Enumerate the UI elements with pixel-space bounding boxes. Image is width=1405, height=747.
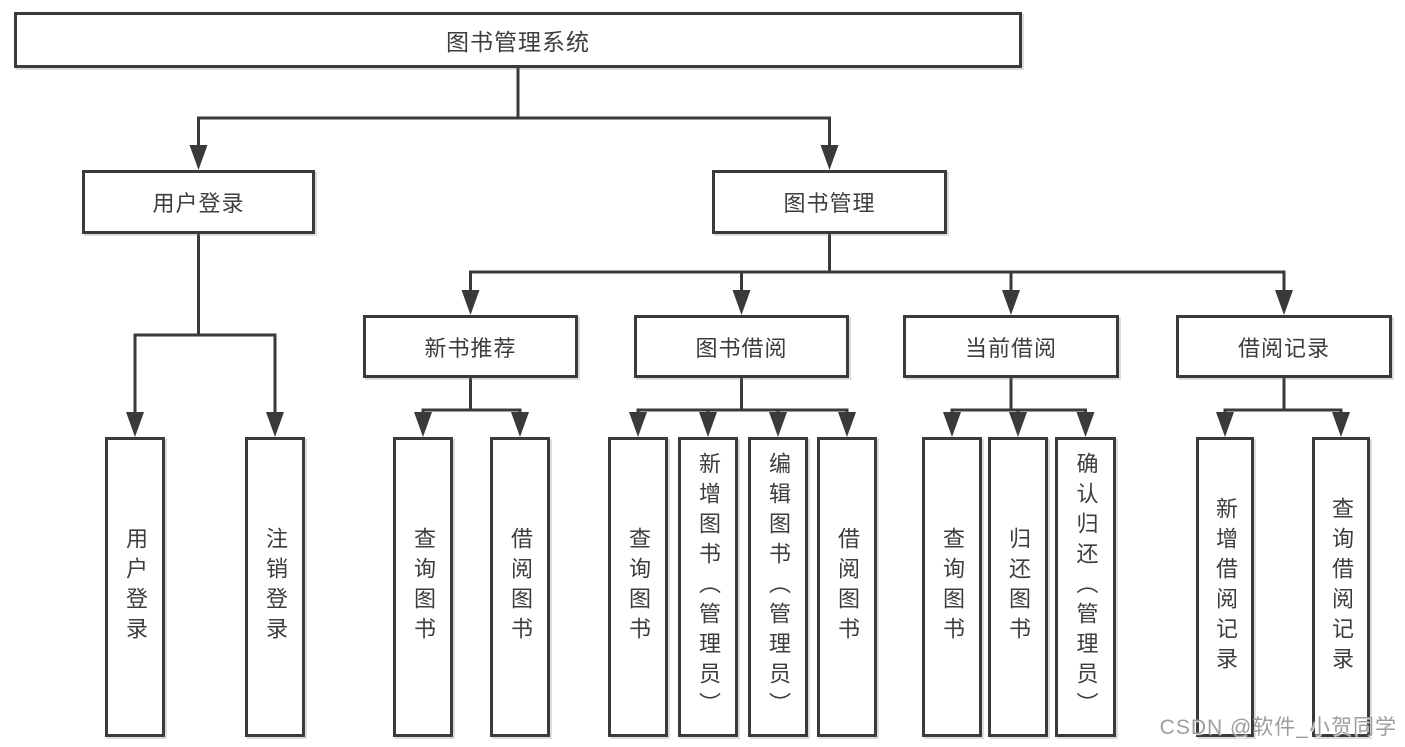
node-user-login: 用户登录 [82, 170, 315, 234]
node-borrow-records: 借阅记录 [1176, 315, 1392, 378]
node-leaf-bb-borrow: 借阅图书 [817, 437, 877, 737]
node-label-leaf-user-login: 用户登录 [123, 527, 148, 647]
node-label-borrow-records: 借阅记录 [1237, 335, 1330, 361]
node-leaf-bb-add: 新增图书（管理员） [678, 437, 738, 737]
node-label-book-mgmt: 图书管理 [783, 191, 876, 216]
node-leaf-br-add: 新增借阅记录 [1196, 437, 1254, 737]
node-root: 图书管理系统 [14, 12, 1022, 68]
node-label-new-books: 新书推荐 [424, 335, 517, 361]
node-label-root: 图书管理系统 [446, 29, 590, 55]
node-leaf-cb-return: 归还图书 [988, 437, 1048, 737]
node-label-leaf-cb-query: 查询图书 [940, 527, 965, 647]
node-label-leaf-bb-edit: 编辑图书（管理员） [766, 452, 791, 722]
node-label-leaf-cb-confirm: 确认归还（管理员） [1073, 452, 1099, 722]
node-new-books: 新书推荐 [363, 315, 578, 378]
node-leaf-cb-query: 查询图书 [922, 437, 982, 737]
node-label-leaf-nb-borrow: 借阅图书 [508, 527, 533, 647]
node-label-leaf-br-add: 新增借阅记录 [1213, 497, 1238, 677]
node-label-book-borrow: 图书借阅 [695, 335, 788, 361]
node-leaf-br-query: 查询借阅记录 [1312, 437, 1370, 737]
node-label-leaf-bb-query: 查询图书 [626, 527, 651, 647]
node-label-user-login: 用户登录 [152, 191, 245, 216]
node-label-leaf-bb-borrow: 借阅图书 [835, 527, 860, 647]
node-book-mgmt: 图书管理 [712, 170, 947, 234]
node-leaf-user-login: 用户登录 [105, 437, 165, 737]
node-label-leaf-nb-query: 查询图书 [411, 527, 436, 647]
node-leaf-bb-query: 查询图书 [608, 437, 668, 737]
node-leaf-logout: 注销登录 [245, 437, 305, 737]
node-label-leaf-br-query: 查询借阅记录 [1329, 497, 1354, 677]
node-label-current-borrow: 当前借阅 [964, 335, 1057, 361]
node-leaf-cb-confirm: 确认归还（管理员） [1055, 437, 1116, 737]
node-leaf-nb-borrow: 借阅图书 [490, 437, 550, 737]
node-leaf-bb-edit: 编辑图书（管理员） [748, 437, 808, 737]
node-leaf-nb-query: 查询图书 [393, 437, 453, 737]
node-label-leaf-cb-return: 归还图书 [1006, 527, 1031, 647]
node-current-borrow: 当前借阅 [903, 315, 1119, 378]
node-label-leaf-bb-add: 新增图书（管理员） [696, 452, 721, 722]
node-label-leaf-logout: 注销登录 [263, 527, 288, 647]
node-book-borrow: 图书借阅 [634, 315, 849, 378]
